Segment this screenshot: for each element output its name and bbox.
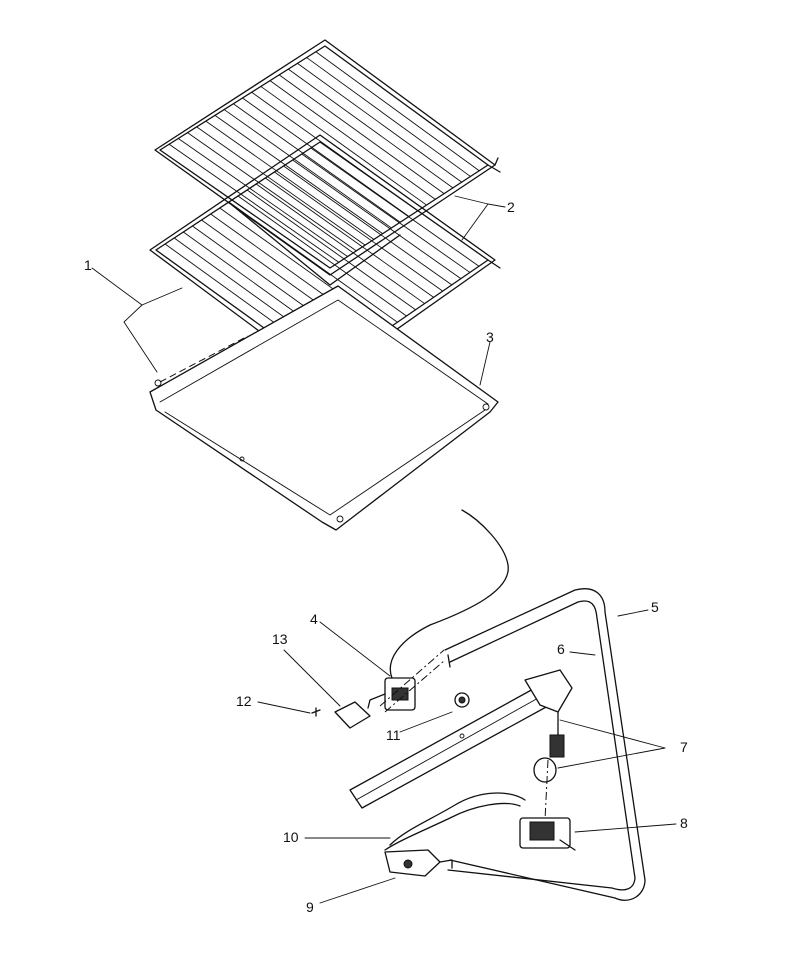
callout-11: 11	[386, 727, 401, 743]
thermostat-assembly	[367, 509, 509, 711]
callout-13: 13	[272, 631, 288, 647]
callout-5: 5	[651, 599, 659, 615]
callout-7: 7	[680, 739, 688, 755]
bake-burner-tubes	[379, 588, 646, 901]
wiring-and-safety-valve	[384, 792, 526, 877]
callout-4: 4	[310, 611, 318, 627]
igniter-assembly	[519, 757, 576, 851]
burner-bracket	[349, 669, 573, 809]
callout-9: 9	[306, 899, 314, 915]
callout-10: 10	[283, 829, 299, 845]
callout-1: 1	[84, 257, 92, 273]
callout-8: 8	[680, 815, 688, 831]
upper-oven-rack	[154, 39, 501, 276]
oven-bottom-panel	[149, 285, 499, 531]
small-parts	[311, 701, 371, 729]
leader-lines	[91, 195, 677, 904]
callout-labels: 1 2 3 4 5 6 7 8 9 10 11 12 13	[84, 199, 688, 915]
callout-6: 6	[557, 641, 565, 657]
callout-2: 2	[507, 199, 515, 215]
callout-12: 12	[236, 693, 252, 709]
callout-3: 3	[486, 329, 494, 345]
